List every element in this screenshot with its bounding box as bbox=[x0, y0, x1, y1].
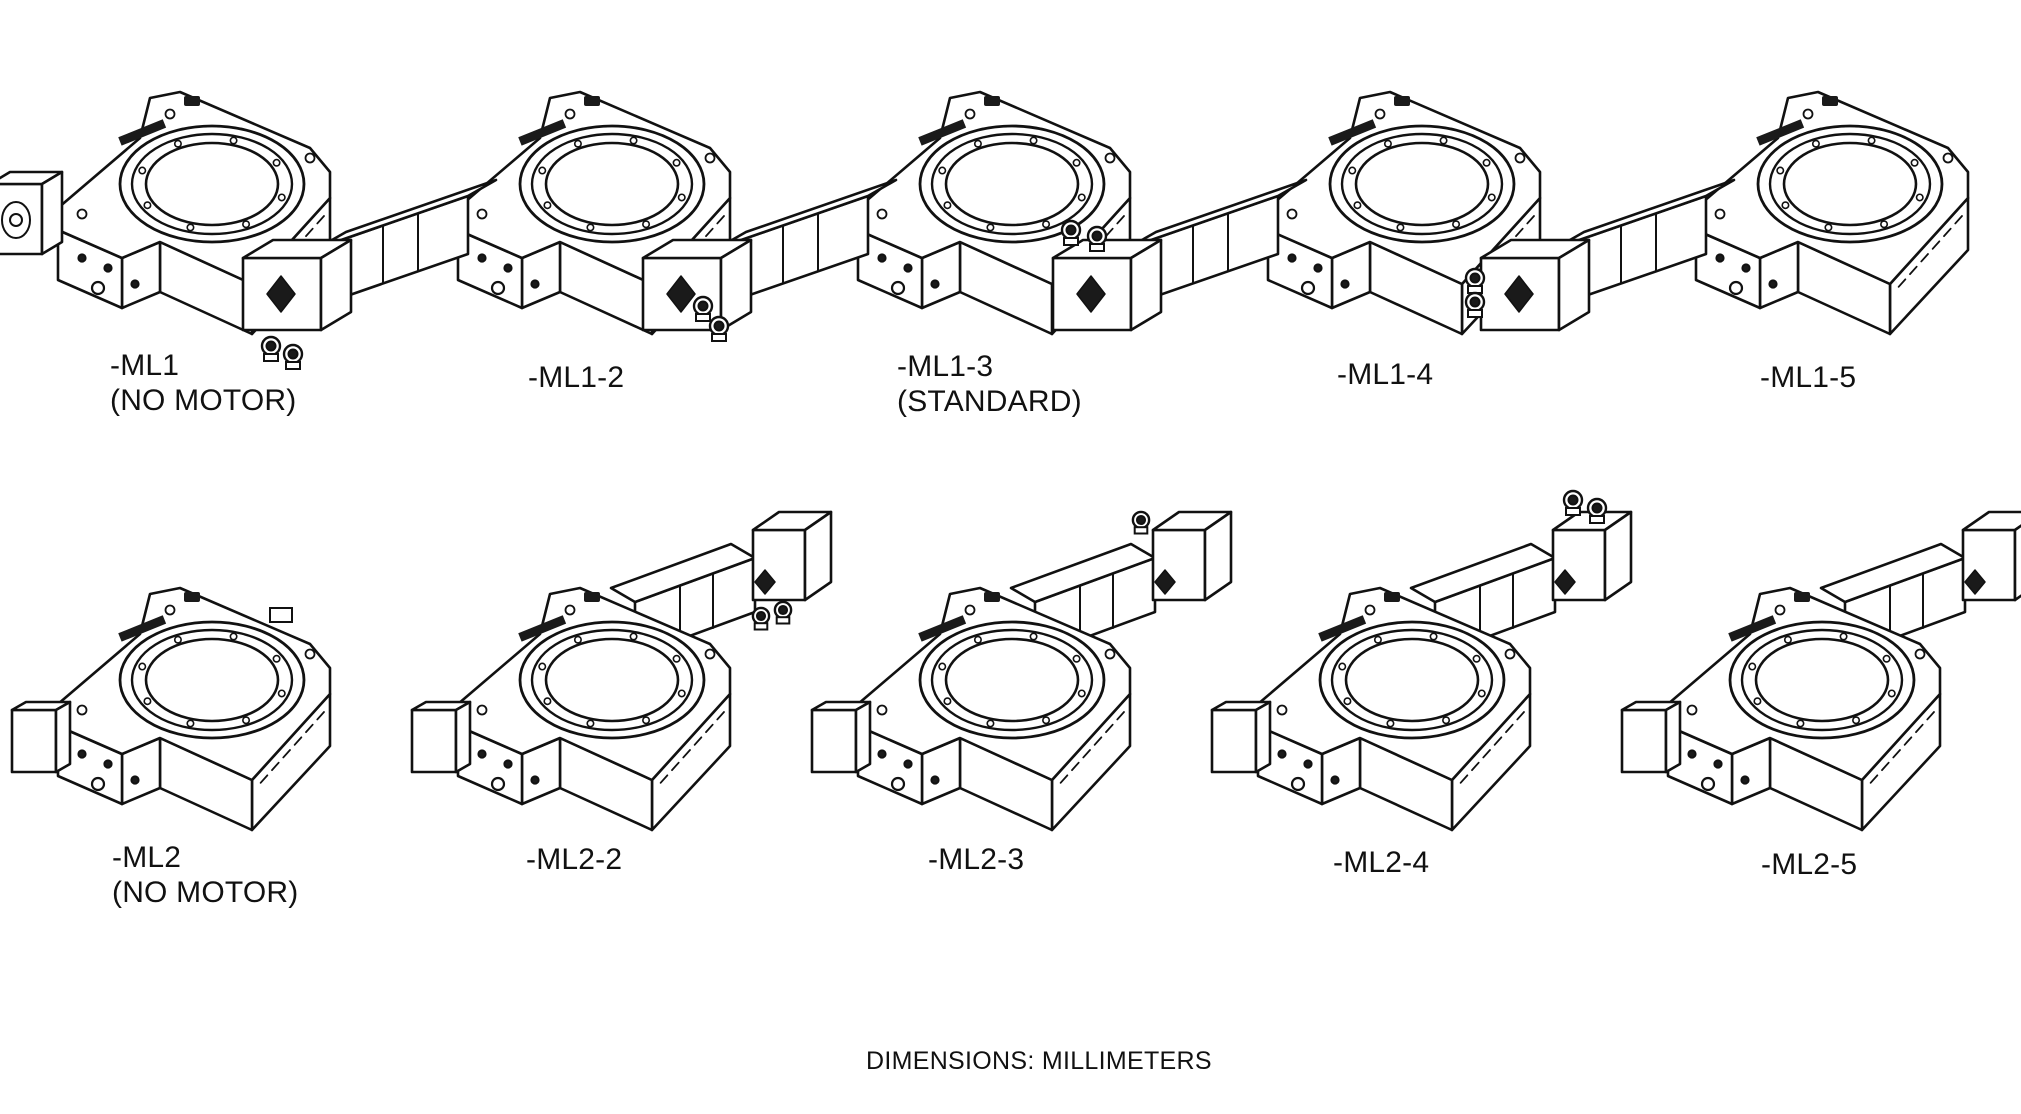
stage-ml2-3 bbox=[810, 510, 1233, 832]
stage-ml1-5 bbox=[1464, 90, 1970, 336]
stage-ml2 bbox=[10, 586, 332, 832]
label-ml2-3: -ML2-3 bbox=[928, 842, 1024, 877]
stage-ml1 bbox=[0, 90, 332, 336]
label-ml2-name: -ML2 bbox=[112, 841, 182, 874]
label-ml2-3-name: -ML2-3 bbox=[928, 843, 1025, 876]
label-ml2-2: -ML2-2 bbox=[526, 842, 622, 877]
label-ml1-3-note: (STANDARD) bbox=[897, 385, 1082, 418]
stage-ml2-2 bbox=[410, 510, 833, 832]
label-ml2-note: (NO MOTOR) bbox=[112, 876, 299, 909]
label-ml1-4-name: -ML1-4 bbox=[1337, 358, 1434, 391]
stage-ml2-4 bbox=[1210, 489, 1633, 832]
label-ml2-2-name: -ML2-2 bbox=[526, 843, 623, 876]
label-ml2-4: -ML2-4 bbox=[1333, 845, 1429, 880]
motor-assembly bbox=[609, 510, 833, 658]
dimensions-note: DIMENSIONS: MILLIMETERS bbox=[866, 1047, 1212, 1075]
label-ml1-3-name: -ML1-3 bbox=[897, 350, 994, 383]
motor-assembly bbox=[641, 178, 898, 342]
label-ml2: -ML2 (NO MOTOR) bbox=[112, 840, 298, 910]
stage-ml1-2 bbox=[241, 90, 732, 370]
stage-ml1-3 bbox=[641, 90, 1132, 342]
label-ml1-2-name: -ML1-2 bbox=[528, 361, 625, 394]
label-ml2-5: -ML2-5 bbox=[1761, 847, 1857, 882]
motor-assembly bbox=[1464, 178, 1736, 332]
stage-ml2-5 bbox=[1620, 510, 2021, 832]
motor-assembly bbox=[241, 178, 498, 370]
label-ml1: -ML1 (NO MOTOR) bbox=[110, 348, 296, 418]
label-ml1-note: (NO MOTOR) bbox=[110, 384, 297, 417]
label-ml1-3: -ML1-3 (STANDARD) bbox=[897, 349, 1082, 419]
label-ml2-4-name: -ML2-4 bbox=[1333, 846, 1430, 879]
label-ml1-5-name: -ML1-5 bbox=[1760, 361, 1857, 394]
motor-assembly bbox=[1009, 510, 1233, 658]
stage-ml1-4 bbox=[1051, 90, 1542, 336]
label-ml1-2: -ML1-2 bbox=[528, 360, 624, 395]
motor-assembly bbox=[1051, 178, 1308, 332]
label-ml1-name: -ML1 bbox=[110, 349, 180, 382]
label-ml2-5-name: -ML2-5 bbox=[1761, 848, 1858, 881]
label-ml1-4: -ML1-4 bbox=[1337, 357, 1433, 392]
label-ml1-5: -ML1-5 bbox=[1760, 360, 1856, 395]
